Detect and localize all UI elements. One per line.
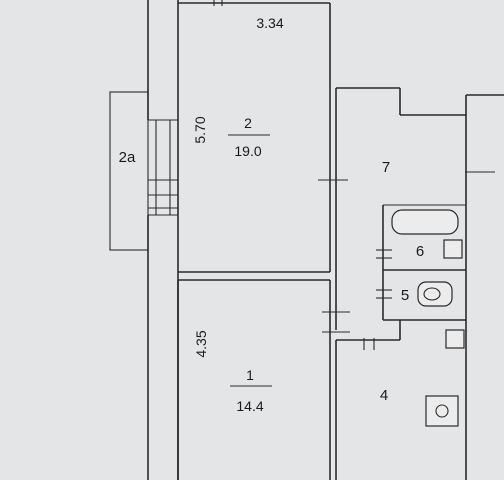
- left-outer-wall: [147, 0, 179, 480]
- right-block-walls: [335, 87, 504, 480]
- sink-icon: [443, 239, 463, 259]
- room-5-number: 5: [401, 287, 409, 304]
- door-ticks: [318, 171, 495, 350]
- room-7-number: 7: [382, 159, 390, 176]
- room-1-dimension: 4.35: [193, 330, 209, 357]
- small-sink-icon: [445, 329, 465, 349]
- window-room-2-top: [213, 0, 223, 6]
- stove-icon: [425, 395, 459, 427]
- room-1-walls: [177, 280, 331, 480]
- toilet-icon: [417, 281, 453, 307]
- bathtub-icon: [391, 209, 459, 235]
- room-2-number: 2: [244, 115, 252, 131]
- room-2-top-dimension: 3.34: [256, 15, 283, 31]
- room-1-number: 1: [246, 367, 254, 383]
- room-4-number: 4: [380, 387, 388, 404]
- balcony-2a: [109, 91, 149, 251]
- room-1-area: 14.4: [236, 398, 263, 414]
- room-2-area: 19.0: [234, 143, 261, 159]
- balcony-2a-label: 2a: [119, 149, 136, 166]
- room-6-number: 6: [416, 243, 424, 260]
- room-2-dimension: 5.70: [192, 116, 208, 143]
- window-room-2: [148, 119, 178, 216]
